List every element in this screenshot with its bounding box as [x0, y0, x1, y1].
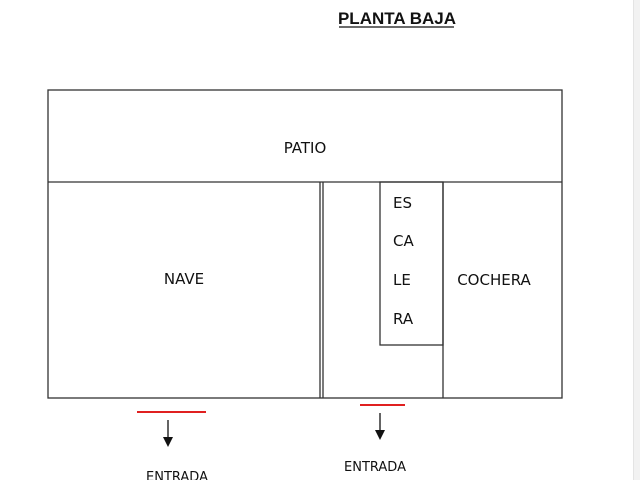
room-cochera: COCHERA [457, 271, 531, 289]
plan-title: PLANTA BAJA [338, 9, 456, 28]
entrance-label-2: ENTRADA [344, 460, 406, 475]
page-edge [633, 0, 640, 480]
stair-label-4: RA [393, 310, 414, 328]
room-patio: PATIO [284, 139, 327, 157]
stair-label-3: LE [393, 271, 411, 289]
arrow-down-icon [163, 420, 173, 447]
stair-label-1: ES [393, 194, 412, 212]
stair-label-2: CA [393, 232, 414, 250]
entrance-label-1: ENTRADA [146, 470, 208, 480]
arrow-down-icon [375, 413, 385, 440]
outer-wall [47, 89, 563, 399]
room-nave: NAVE [164, 270, 204, 288]
